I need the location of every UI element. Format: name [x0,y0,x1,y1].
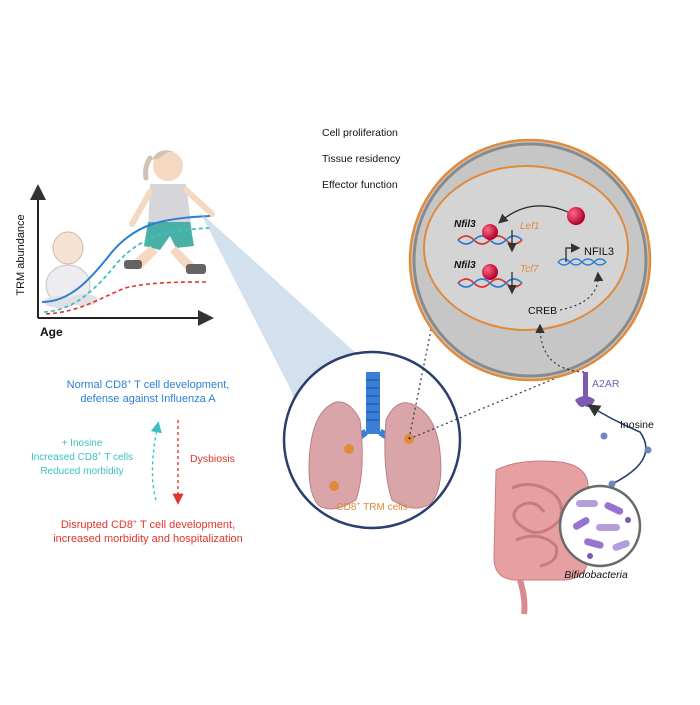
nucleus [423,165,629,331]
trm-cell-dot [329,481,339,491]
lung-caption: CD8+ TRM cells [336,501,407,513]
nfil3-protein [567,207,585,225]
trm-cell: Nfil3 Nfil3 Lef1 Tcf7 NFIL3 CREB [408,138,652,382]
trachea [366,372,380,434]
child-illustration [124,150,215,274]
a2ar-receptor: A2AR [575,372,620,408]
trm-cell-dot [344,444,354,454]
cell-function-list: Cell proliferation Tissue residency Effe… [322,127,401,191]
nfil3-protein [482,224,498,240]
nfil3-protein [482,264,498,280]
normal-outcome-line1: Normal CD8+ T cell development, [67,379,230,391]
gene-label-nfil3: Nfil3 [454,260,476,271]
bifidobacteria-label: Bifidobacteria [564,569,628,581]
left-lung [308,401,363,510]
bifidobacteria-magnifier: Bifidobacteria [558,484,642,581]
inosine-molecule [600,432,608,440]
gene-label-nfil3: Nfil3 [454,219,476,230]
gene-label-tcf7: Tcf7 [520,264,539,275]
a2ar-label: A2AR [592,378,620,390]
creb-activation-arrow [559,271,604,311]
gut-illustration [493,460,589,615]
rescue-line2: Increased CD8+ T cells [31,451,133,463]
function-label: Cell proliferation [322,127,398,139]
inosine-trm-curve [43,227,211,313]
promoter-arrow [565,243,581,262]
trm-abundance-graph: TRM abundance Age [15,150,215,339]
rescue-arrow [150,421,162,501]
function-label: Tissue residency [322,153,401,165]
rescue-line3: Reduced morbidity [40,466,123,477]
normal-outcome-line2: defense against Influenza A [80,393,216,405]
disrupted-outcome-line1: Disrupted CD8+ T cell development, [61,519,235,531]
function-label: Effector function [322,179,398,191]
zoom-connector [408,324,433,440]
creb-label: CREB [528,305,557,317]
disrupted-outcome-line2: increased morbidity and hospitalization [53,533,243,545]
baby-illustration [44,231,98,308]
lung-panel: CD8+ TRM cells [282,350,462,530]
x-axis-label: Age [40,325,63,339]
inosine-label: Inosine [620,419,654,431]
nfil3-label: NFIL3 [584,246,614,258]
inosine-molecule [644,446,652,454]
dysbiosis-trm-curve [45,281,207,315]
gene-label-lef1: Lef1 [520,221,539,232]
inosine-path [587,404,647,485]
right-lung [384,402,442,509]
y-axis-label: TRM abundance [15,214,27,295]
dysbiosis-label: Dysbiosis [190,453,235,465]
receptor-signal-arrow [535,323,585,373]
rescue-line1: + Inosine [62,438,103,449]
inosine-molecule [608,480,616,488]
outcome-summary: Normal CD8+ T cell development, defense … [31,379,243,545]
normal-trm-curve [41,215,211,303]
nfil3-binding-arrow [498,205,569,224]
zoom-connector [408,377,557,440]
